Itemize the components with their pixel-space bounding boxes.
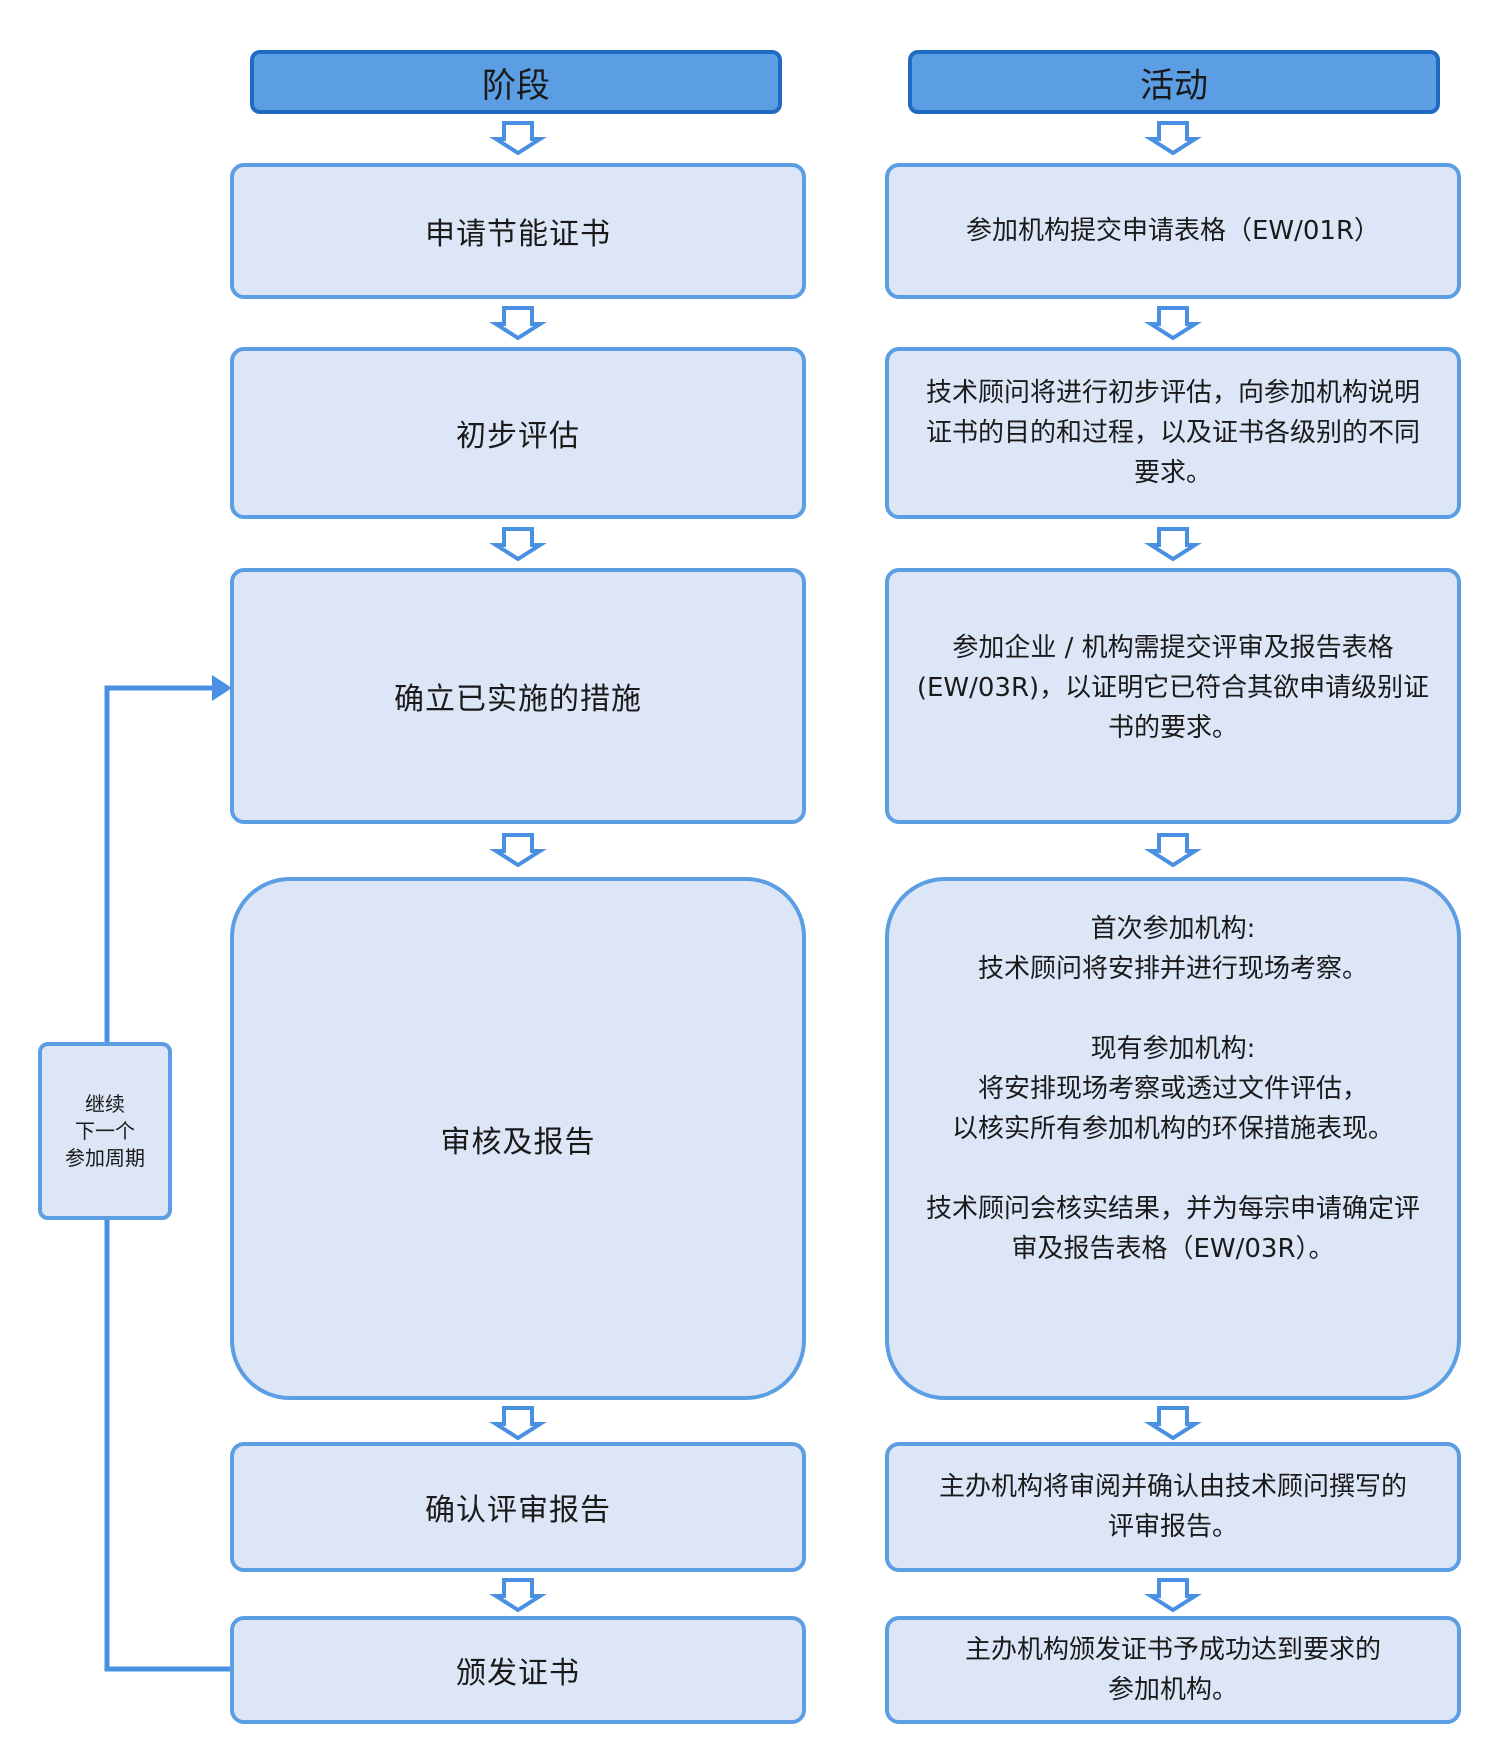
stage-column-header: 阶段: [250, 50, 782, 114]
down-arrow-icon: [1144, 1578, 1202, 1613]
activity-box-4: 首次参加机构: 技术顾问将安排并进行现场考察。 现有参加机构: 将安排现场考察或…: [885, 877, 1461, 1400]
activity-box-3: 参加企业 / 机构需提交评审及报告表格 (EW/03R)，以证明它已符合其欲申请…: [885, 568, 1461, 824]
activity-line: 审及报告表格（EW/03R）。: [1011, 1234, 1335, 1264]
activity-line: (EW/03R)，以证明它已符合其欲申请级别证: [916, 673, 1430, 703]
activity-text: 主办机构将审阅并确认由技术顾问撰写的 评审报告。: [925, 1467, 1421, 1547]
activity-text: 参加机构提交申请表格（EW/01R）: [952, 211, 1394, 251]
activity-box-5: 主办机构将审阅并确认由技术顾问撰写的 评审报告。: [885, 1442, 1461, 1572]
activity-text: 首次参加机构: 技术顾问将安排并进行现场考察。 现有参加机构: 将安排现场考察或…: [912, 909, 1434, 1269]
activity-line: 主办机构颁发证书予成功达到要求的: [964, 1635, 1381, 1665]
activity-text: 主办机构颁发证书予成功达到要求的 参加机构。: [951, 1630, 1395, 1710]
activity-line: 参加企业 / 机构需提交评审及报告表格: [952, 633, 1394, 663]
activity-spacer: [926, 1149, 1420, 1189]
cycle-line: 参加周期: [65, 1145, 145, 1170]
activity-line: 证书的目的和过程，以及证书各级别的不同: [925, 418, 1420, 448]
activity-line: 首次参加机构:: [1090, 914, 1256, 944]
down-arrow-icon: [489, 121, 547, 156]
next-cycle-box: 继续 下一个 参加周期: [38, 1042, 172, 1220]
activity-box-1: 参加机构提交申请表格（EW/01R）: [885, 163, 1461, 299]
down-arrow-icon: [1144, 121, 1202, 156]
activity-text: 参加企业 / 机构需提交评审及报告表格 (EW/03R)，以证明它已符合其欲申请…: [903, 628, 1443, 748]
down-arrow-icon: [489, 1406, 547, 1441]
down-arrow-icon: [489, 1578, 547, 1613]
stage-box-audit-report: 审核及报告: [230, 877, 806, 1400]
stage-label: 初步评估: [456, 419, 580, 454]
stage-label: 确立已实施的措施: [394, 682, 642, 717]
cycle-line: 下一个: [75, 1118, 135, 1143]
activity-column-header: 活动: [908, 50, 1440, 114]
down-arrow-icon: [489, 306, 547, 341]
stage-header-label: 阶段: [482, 65, 550, 106]
arrow-right-icon: [212, 675, 232, 701]
down-arrow-icon: [1144, 833, 1202, 868]
stage-label: 审核及报告: [440, 1124, 596, 1160]
next-cycle-text: 继续 下一个 参加周期: [65, 1091, 145, 1172]
activity-spacer: [926, 989, 1420, 1029]
stage-box-confirm-report: 确认评审报告: [230, 1442, 806, 1572]
activity-line: 现有参加机构:: [1090, 1034, 1256, 1064]
activity-text: 技术顾问将进行初步评估，向参加机构说明 证书的目的和过程，以及证书各级别的不同 …: [912, 373, 1434, 493]
activity-line: 要求。: [1133, 458, 1212, 488]
activity-line: 参加机构提交申请表格（EW/01R）: [965, 216, 1381, 246]
activity-header-label: 活动: [1140, 65, 1208, 106]
activity-line: 技术顾问将安排并进行现场考察。: [977, 954, 1368, 984]
down-arrow-icon: [1144, 1406, 1202, 1441]
activity-line: 主办机构将审阅并确认由技术顾问撰写的: [938, 1472, 1407, 1502]
stage-box-issue-certificate: 颁发证书: [230, 1616, 806, 1724]
stage-box-established-measures: 确立已实施的措施: [230, 568, 806, 824]
activity-box-6: 主办机构颁发证书予成功达到要求的 参加机构。: [885, 1616, 1461, 1724]
activity-box-2: 技术顾问将进行初步评估，向参加机构说明 证书的目的和过程，以及证书各级别的不同 …: [885, 347, 1461, 519]
down-arrow-icon: [489, 527, 547, 562]
activity-line: 以核实所有参加机构的环保措施表现。: [951, 1114, 1394, 1144]
activity-line: 书的要求。: [1107, 713, 1238, 743]
down-arrow-icon: [489, 833, 547, 868]
activity-line: 技术顾问将进行初步评估，向参加机构说明: [925, 378, 1420, 408]
down-arrow-icon: [1144, 527, 1202, 562]
cycle-line: 继续: [85, 1091, 125, 1116]
stage-label: 确认评审报告: [425, 1493, 611, 1528]
activity-line: 评审报告。: [1107, 1512, 1238, 1542]
activity-line: 将安排现场考察或透过文件评估，: [977, 1074, 1368, 1104]
activity-line: 技术顾问会核实结果，并为每宗申请确定评: [925, 1194, 1420, 1224]
down-arrow-icon: [1144, 306, 1202, 341]
stage-box-initial-assessment: 初步评估: [230, 347, 806, 519]
stage-box-apply: 申请节能证书: [230, 163, 806, 299]
activity-line: 参加机构。: [1107, 1675, 1238, 1705]
stage-label: 申请节能证书: [425, 217, 611, 252]
stage-label: 颁发证书: [456, 1656, 580, 1691]
